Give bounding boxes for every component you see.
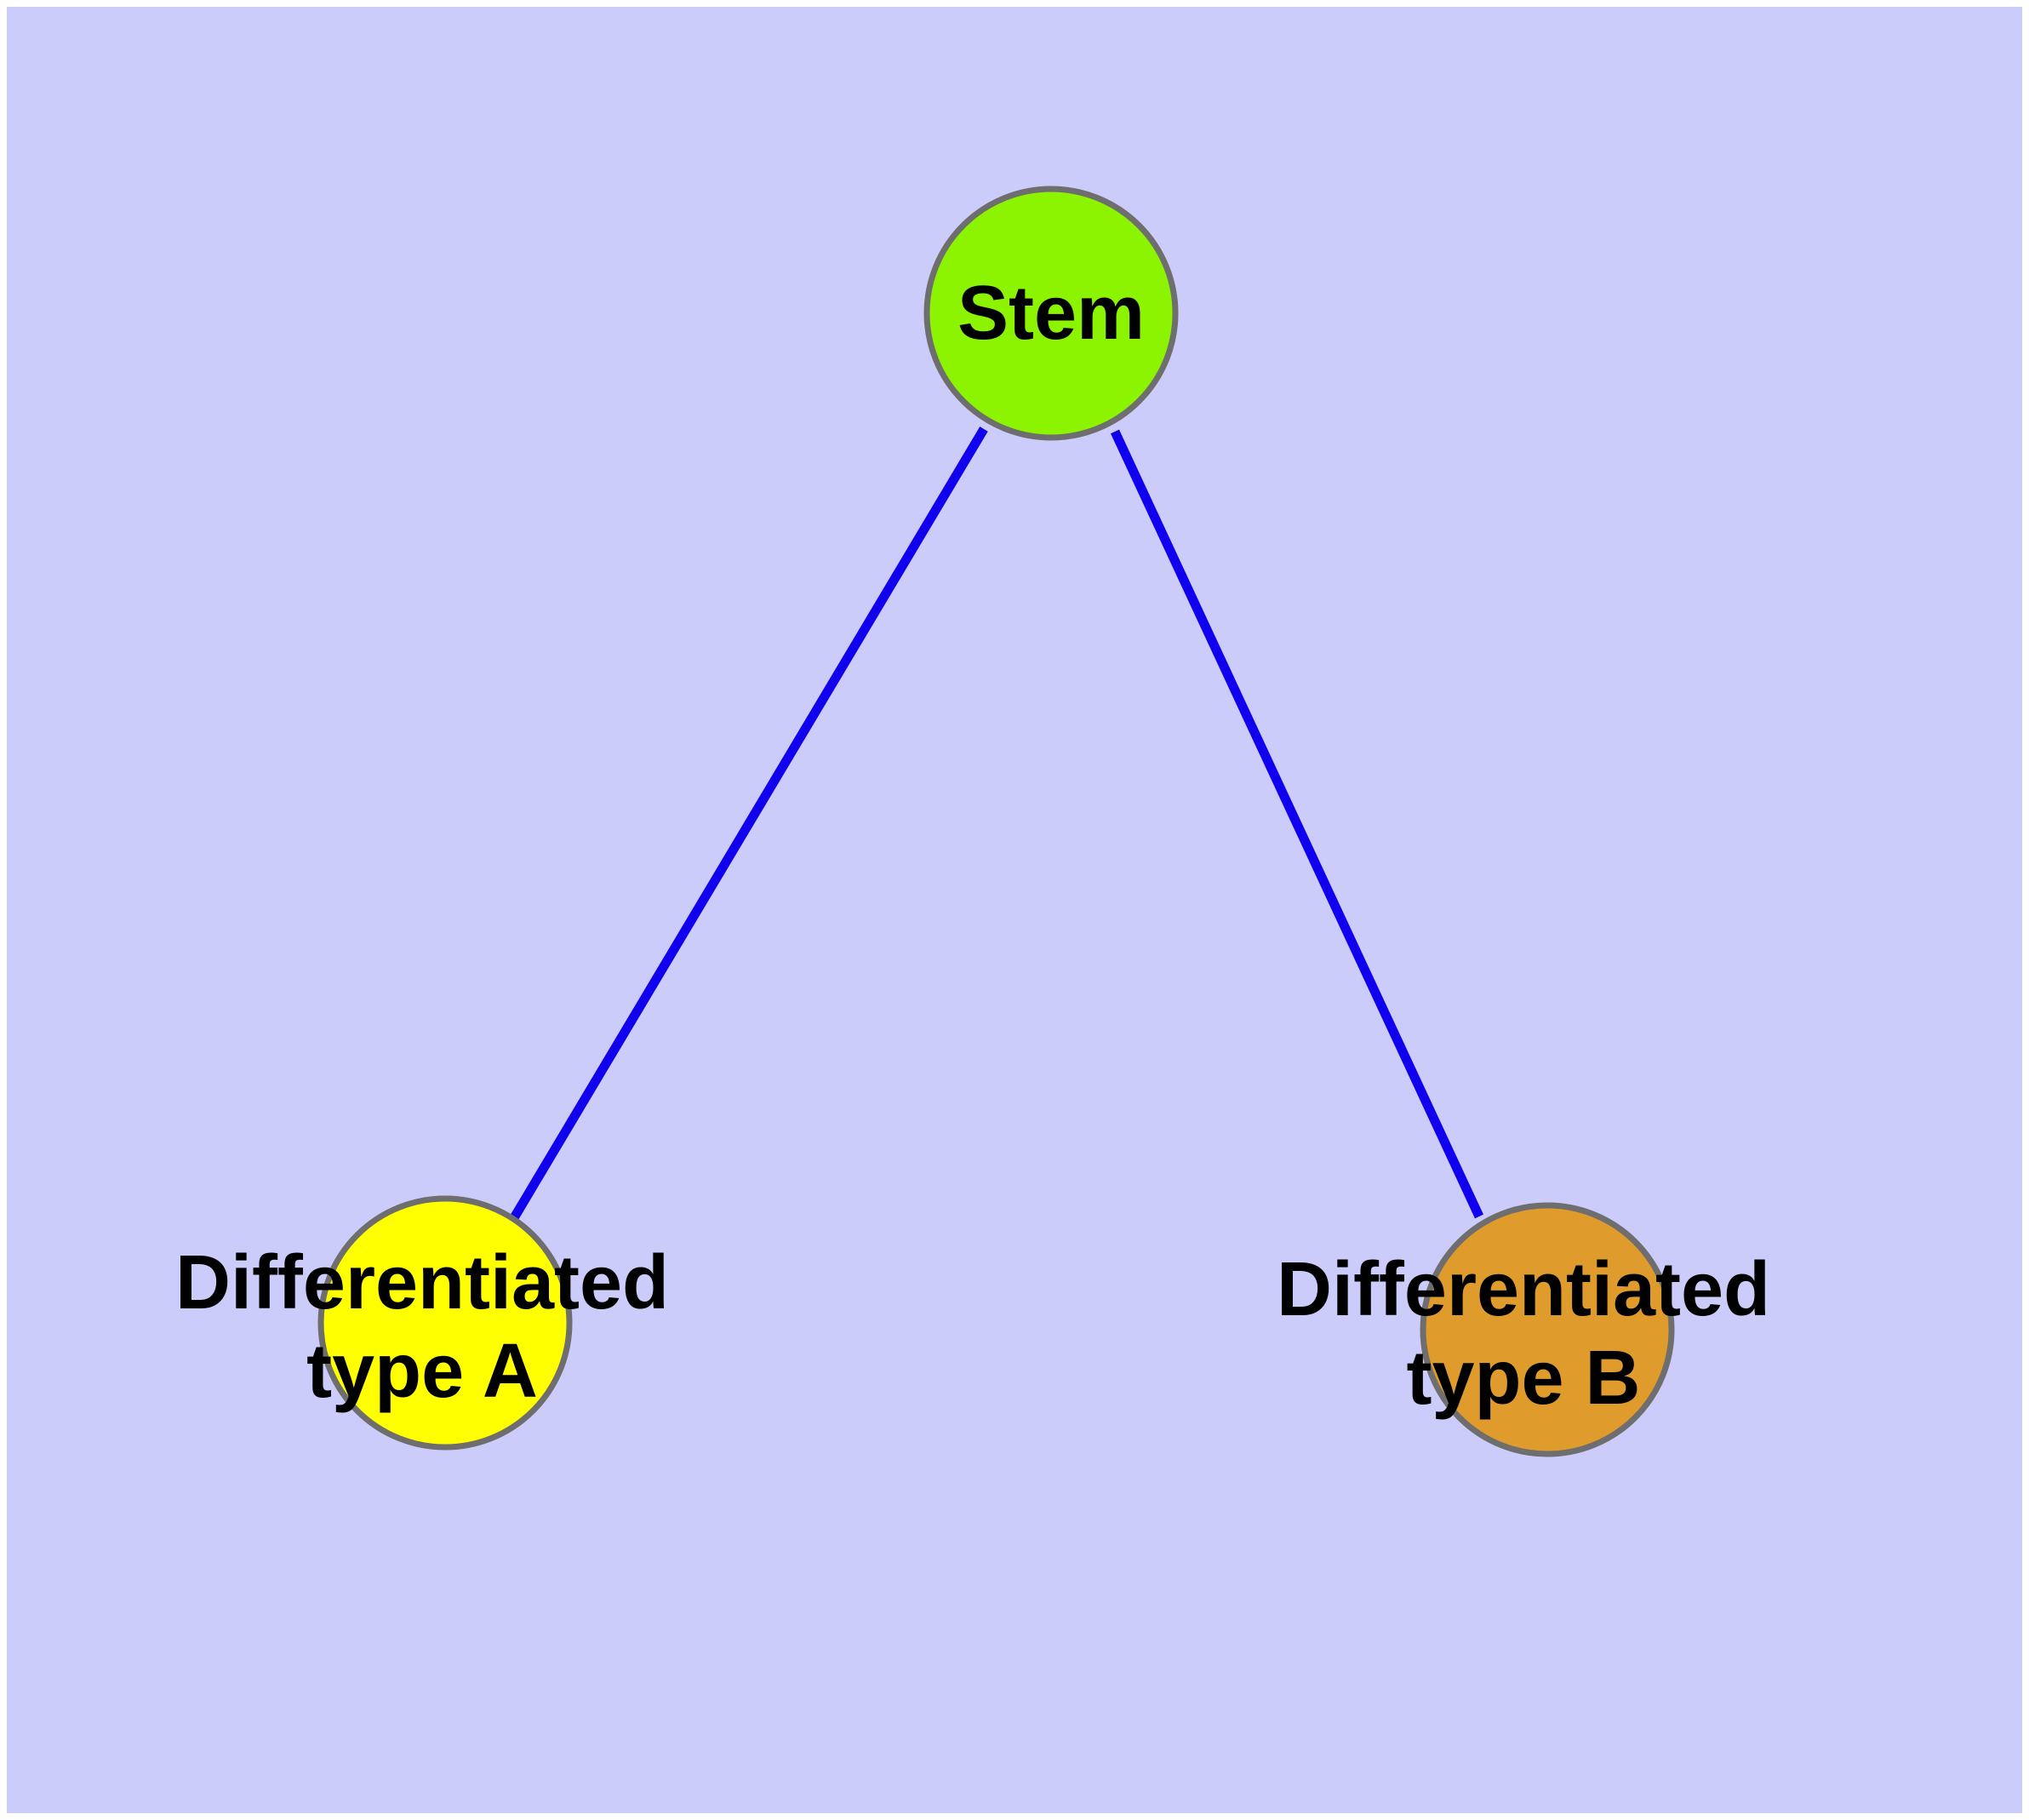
- node-differentiated-type-b-label-line1: Differentiated: [1277, 1247, 1770, 1332]
- node-differentiated-type-a-label-line2: type A: [306, 1329, 538, 1414]
- node-stem[interactable]: Stem: [923, 186, 1179, 441]
- node-stem-circle[interactable]: [923, 186, 1179, 441]
- node-differentiated-type-a[interactable]: Differentiated type A: [175, 1195, 669, 1451]
- node-stem-label: Stem: [957, 271, 1145, 356]
- edge-layer: [508, 426, 1483, 1223]
- node-layer: Stem Differentiated type A Differentiate…: [175, 186, 1770, 1457]
- node-differentiated-type-b-circle[interactable]: [1420, 1202, 1675, 1457]
- node-differentiated-type-b-label-line2: type B: [1406, 1336, 1640, 1421]
- node-differentiated-type-b[interactable]: Differentiated type B: [1277, 1202, 1770, 1457]
- edge-stem-to-differentiated-type-b[interactable]: [1111, 429, 1483, 1219]
- edge-stem-to-differentiated-type-a[interactable]: [508, 426, 988, 1223]
- node-differentiated-type-a-circle[interactable]: [317, 1195, 573, 1451]
- node-differentiated-type-a-label-line1: Differentiated: [175, 1240, 669, 1325]
